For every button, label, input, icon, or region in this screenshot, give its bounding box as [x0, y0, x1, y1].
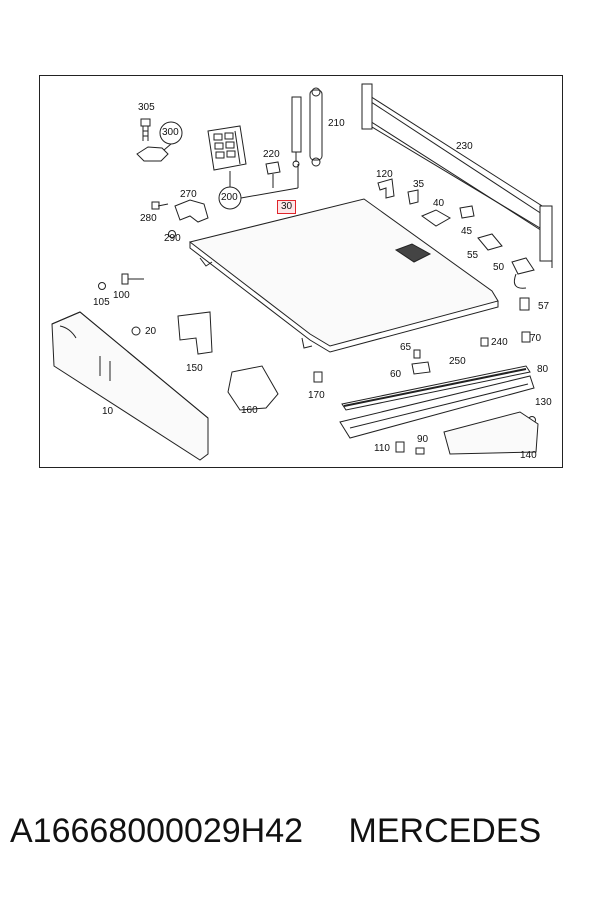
washer-105 — [98, 282, 106, 290]
callout-30-highlighted[interactable]: 30 — [277, 200, 297, 214]
callout-70: 70 — [530, 333, 542, 344]
callout-240: 240 — [491, 337, 508, 348]
callout-65: 65 — [400, 342, 412, 353]
handle-40 — [420, 209, 452, 227]
gas-strut-210 — [291, 87, 323, 168]
rail-80 — [339, 375, 535, 439]
callout-20: 20 — [145, 326, 157, 337]
callout-45: 45 — [461, 226, 473, 237]
callout-130: 130 — [535, 397, 552, 408]
callout-210: 210 — [328, 118, 345, 129]
bolt-100 — [98, 273, 144, 290]
callout-10: 10 — [102, 406, 114, 417]
callout-90: 90 — [417, 434, 429, 445]
latch-45 — [459, 205, 475, 219]
callout-40: 40 — [433, 198, 445, 209]
callout-55: 55 — [467, 250, 479, 261]
callout-120: 120 — [376, 169, 393, 180]
callout-280: 280 — [140, 213, 157, 224]
callout-60: 60 — [390, 369, 402, 380]
callout-250: 250 — [449, 356, 466, 367]
callout-35: 35 — [413, 179, 425, 190]
callout-270: 270 — [180, 189, 197, 200]
parts-drawing — [51, 83, 553, 461]
bolt-305 — [140, 118, 151, 141]
striker-50 — [511, 257, 535, 275]
clip-220 — [265, 161, 281, 175]
callout-305: 305 — [138, 102, 155, 113]
callout-150: 150 — [186, 363, 203, 374]
callout-140: 140 — [520, 450, 537, 461]
lock-55 — [477, 233, 503, 251]
clip-110 — [395, 441, 405, 453]
bolt-280 — [151, 201, 160, 210]
cable-50 — [513, 273, 527, 289]
clip-20 — [131, 326, 141, 336]
bracket-60 — [411, 361, 431, 375]
callout-220: 220 — [263, 149, 280, 160]
bolt-170 — [313, 371, 323, 383]
bracket-120 — [377, 178, 395, 199]
callout-290: 290 — [164, 233, 181, 244]
hinge-270 — [174, 199, 209, 223]
callout-57: 57 — [538, 301, 550, 312]
load-floor-cover-30 — [188, 198, 499, 353]
callout-105: 105 — [93, 297, 110, 308]
frame-rails-230 — [361, 83, 553, 268]
bolt-70 — [521, 331, 531, 343]
brand-name: MERCEDES — [348, 812, 542, 850]
callout-230: 230 — [456, 141, 473, 152]
cover-140 — [443, 411, 539, 455]
bracket-35 — [407, 189, 419, 205]
callout-50: 50 — [493, 262, 505, 273]
callout-200: 200 — [221, 192, 238, 203]
callout-300: 300 — [162, 127, 179, 138]
bolt-240 — [480, 337, 489, 347]
bracket-150 — [177, 311, 213, 355]
clip-65 — [413, 349, 421, 359]
bolt-57 — [519, 297, 530, 311]
part-footer: A16668000029H42 MERCEDES — [10, 812, 590, 856]
callout-100: 100 — [113, 290, 130, 301]
washer-290 — [168, 230, 176, 238]
rail-250 — [341, 365, 531, 411]
bracket-160 — [227, 365, 279, 411]
part-number: A16668000029H42 — [10, 812, 304, 850]
callout-170: 170 — [308, 390, 325, 401]
clip-90 — [415, 447, 425, 455]
callout-160: 160 — [241, 405, 258, 416]
side-trim-10 — [51, 311, 209, 461]
bracket-300 — [136, 146, 169, 162]
callout-80: 80 — [537, 364, 549, 375]
switch-panel-200 — [207, 125, 247, 171]
parts-diagram: 305 300 210 230 220 120 35 40 270 200 30… — [39, 75, 563, 468]
callout-110: 110 — [374, 443, 390, 454]
